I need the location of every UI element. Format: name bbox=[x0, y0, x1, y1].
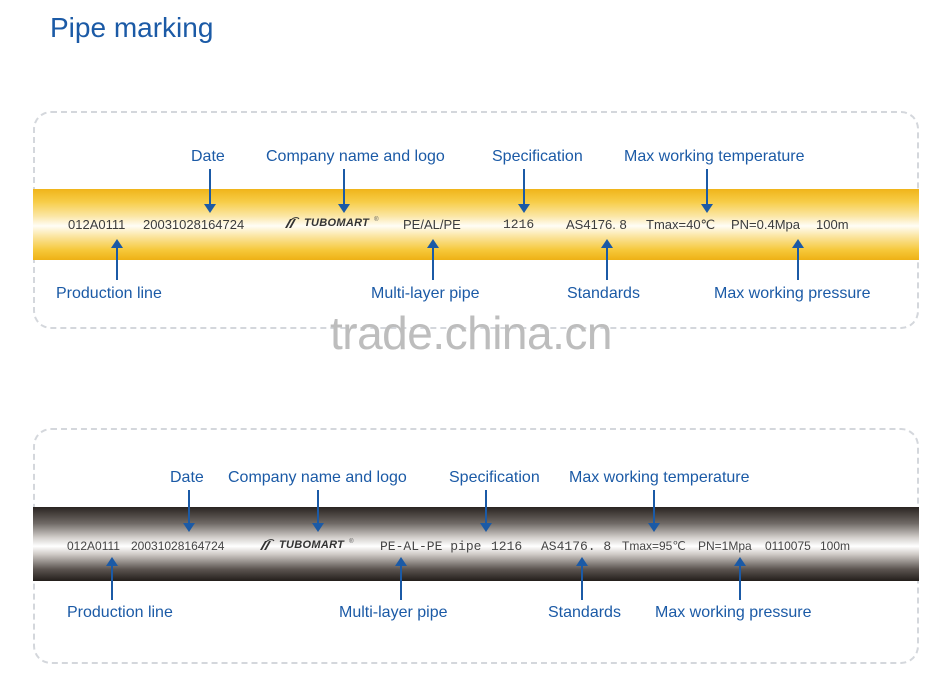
arrow-specification-2 bbox=[480, 490, 492, 532]
marking-production-line-2: 012A0111 bbox=[67, 539, 120, 553]
tubomart-logo-icon bbox=[285, 217, 300, 228]
tubomart-logo: TUBOMART ® bbox=[284, 217, 379, 229]
arrow-date bbox=[204, 169, 216, 213]
arrow-max-pressure-2 bbox=[734, 557, 746, 600]
label-specification: Specification bbox=[492, 148, 583, 165]
label-date-2: Date bbox=[170, 469, 204, 486]
tubomart-logo-icon-2 bbox=[260, 539, 275, 550]
black-pipe bbox=[33, 507, 919, 581]
tubomart-logo-2: TUBOMART ® bbox=[259, 539, 354, 551]
marking-specification-2: 1216 bbox=[491, 539, 523, 554]
yellow-pipe bbox=[33, 189, 919, 260]
label-company: Company name and logo bbox=[266, 148, 445, 165]
arrow-multilayer-2 bbox=[395, 557, 407, 600]
label-standards: Standards bbox=[567, 285, 640, 302]
arrow-date-2 bbox=[183, 490, 195, 532]
label-specification-2: Specification bbox=[449, 469, 540, 486]
arrow-specification bbox=[518, 169, 530, 213]
marking-tmax: Tmax=40℃ bbox=[646, 217, 716, 232]
label-max-pressure: Max working pressure bbox=[714, 285, 871, 302]
logo-text: TUBOMART bbox=[304, 217, 370, 229]
label-multilayer-2: Multi-layer pipe bbox=[339, 604, 448, 621]
watermark: trade.china.cn bbox=[330, 307, 612, 359]
arrow-max-temperature-2 bbox=[648, 490, 660, 532]
marking-tmax-2: Tmax=95℃ bbox=[622, 539, 686, 553]
marking-code-2: 0110075 bbox=[765, 539, 811, 553]
marking-pressure: PN=0.4Mpa bbox=[731, 217, 801, 232]
label-standards-2: Standards bbox=[548, 604, 621, 621]
label-production-line-2: Production line bbox=[67, 604, 173, 621]
logo-text-2: TUBOMART bbox=[279, 539, 345, 551]
page-title: Pipe marking bbox=[50, 12, 214, 43]
label-max-temperature: Max working temperature bbox=[624, 148, 805, 165]
marking-date-2: 20031028164724 bbox=[131, 539, 225, 553]
marking-length: 100m bbox=[816, 217, 849, 232]
marking-pressure-2: PN=1Mpa bbox=[698, 539, 752, 553]
marking-standard: AS4176. 8 bbox=[566, 217, 627, 232]
arrow-company bbox=[338, 169, 350, 213]
arrow-max-pressure bbox=[792, 239, 804, 280]
label-company-2: Company name and logo bbox=[228, 469, 407, 486]
label-max-pressure-2: Max working pressure bbox=[655, 604, 812, 621]
marking-standard-2: AS4176. 8 bbox=[541, 539, 612, 554]
arrow-company-2 bbox=[312, 490, 324, 532]
registered-mark-icon: ® bbox=[374, 217, 379, 223]
label-multilayer: Multi-layer pipe bbox=[371, 285, 480, 302]
marking-date: 20031028164724 bbox=[143, 217, 245, 232]
label-max-temperature-2: Max working temperature bbox=[569, 469, 750, 486]
arrow-production-line bbox=[111, 239, 123, 280]
marking-specification: 1216 bbox=[503, 217, 535, 232]
marking-length-2: 100m bbox=[820, 539, 851, 553]
arrow-max-temperature bbox=[701, 169, 713, 213]
arrow-multilayer bbox=[427, 239, 439, 280]
marking-material: PE/AL/PE bbox=[403, 217, 461, 232]
label-date: Date bbox=[191, 148, 225, 165]
arrow-standards bbox=[601, 239, 613, 280]
registered-mark-icon-2: ® bbox=[349, 539, 354, 545]
arrow-production-line-2 bbox=[106, 557, 118, 600]
label-production-line: Production line bbox=[56, 285, 162, 302]
marking-material-2: PE-AL-PE pipe bbox=[380, 539, 482, 554]
marking-production-line: 012A0111 bbox=[68, 217, 126, 232]
arrow-standards-2 bbox=[576, 557, 588, 600]
